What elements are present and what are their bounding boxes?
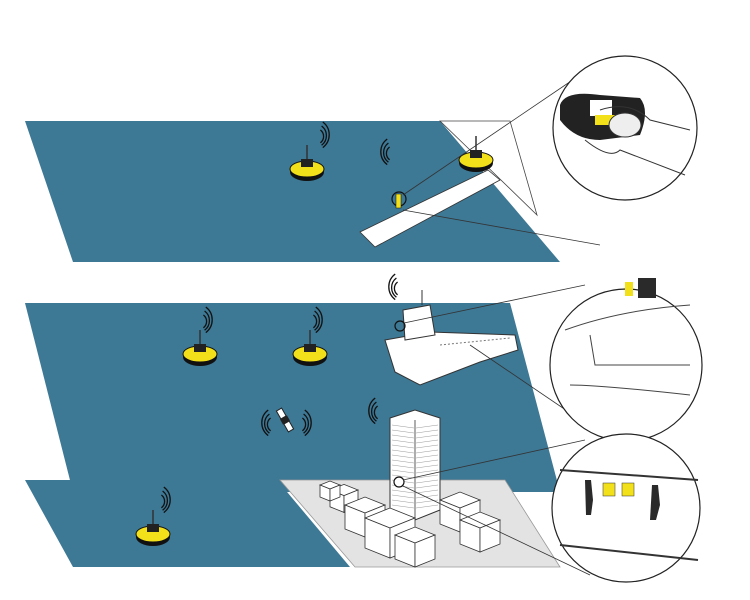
- zoom-ship-bridge: [549, 278, 703, 442]
- autonomous-boat: [458, 136, 494, 172]
- signal-waves-icon: [261, 409, 272, 437]
- autonomous-boat: [182, 330, 218, 366]
- autonomous-boat: [292, 330, 328, 366]
- water-plane-3: [25, 480, 350, 567]
- building-block: [458, 511, 502, 553]
- control-tower-building: [389, 409, 441, 521]
- signal-waves-icon: [368, 397, 379, 425]
- layer-shore: [25, 409, 561, 568]
- autonomous-boat: [135, 510, 171, 546]
- signal-waves-icon: [160, 486, 171, 514]
- layer-ship: [25, 290, 560, 492]
- signal-waves-icon: [319, 121, 330, 149]
- layer-harbor: [25, 120, 560, 262]
- autonomous-boat: [289, 145, 325, 181]
- zoom-control-room: [551, 433, 701, 583]
- building-block: [318, 480, 342, 502]
- signal-waves-icon: [301, 409, 312, 437]
- water-plane-1: [25, 121, 560, 262]
- mother-ship: [384, 290, 519, 386]
- satellite-icon: [275, 407, 295, 433]
- signal-waves-icon: [380, 138, 391, 166]
- signal-waves-icon: [202, 306, 213, 334]
- signal-waves-icon: [312, 306, 323, 334]
- dock-worker: [391, 191, 407, 209]
- city-blocks: [318, 480, 502, 568]
- signal-waves-icon: [388, 273, 399, 301]
- zoom-remote-controller: [552, 55, 698, 201]
- building-block: [393, 526, 437, 568]
- water-plane-2: [25, 303, 560, 492]
- pier: [359, 169, 501, 248]
- quay: [439, 120, 538, 217]
